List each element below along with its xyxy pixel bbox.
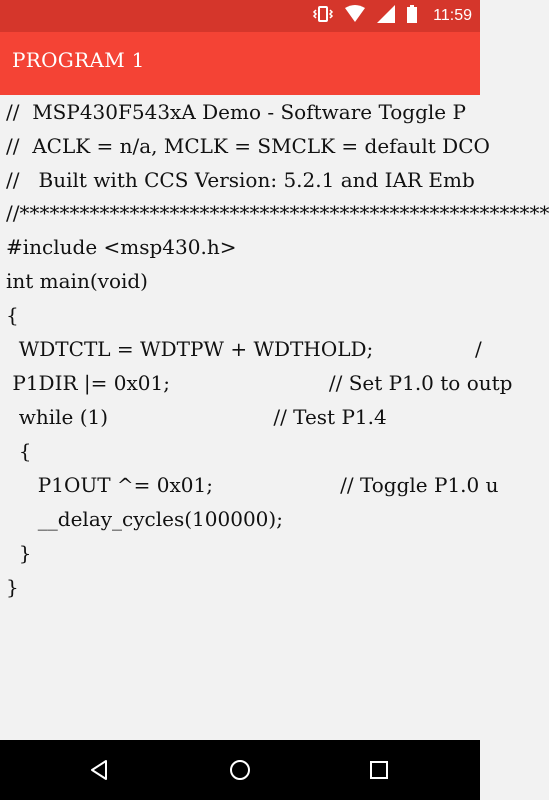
battery-icon — [407, 5, 418, 27]
code-line: int main(void) — [6, 269, 148, 293]
wifi-icon — [345, 5, 366, 26]
navigation-bar — [0, 740, 480, 800]
code-line: } — [6, 575, 19, 599]
code-line: P1OUT ^= 0x01; // Toggle P1.0 u — [6, 473, 499, 497]
code-line: __delay_cycles(100000); — [6, 507, 283, 531]
back-button[interactable] — [84, 755, 114, 785]
code-line: // ACLK = n/a, MCLK = SMCLK = default DC… — [6, 134, 490, 158]
code-view: // MSP430F543xA Demo - Software Toggle P… — [0, 95, 549, 740]
signal-icon — [377, 5, 396, 27]
status-clock: 11:59 — [433, 7, 472, 24]
code-line: P1DIR |= 0x01; // Set P1.0 to outp — [6, 371, 513, 395]
code-line: { — [6, 303, 19, 327]
page-title: PROGRAM 1 — [12, 48, 145, 72]
app-bar: PROGRAM 1 — [0, 32, 480, 95]
back-icon — [91, 760, 107, 780]
status-bar: 11:59 — [0, 0, 480, 32]
home-icon — [230, 760, 250, 780]
code-line: // MSP430F543xA Demo - Software Toggle P — [6, 100, 466, 124]
code-line: while (1) // Test P1.4 — [6, 405, 387, 429]
status-icons: 11:59 — [313, 0, 472, 32]
vibrate-icon — [313, 5, 334, 27]
home-button[interactable] — [225, 755, 255, 785]
recents-icon — [370, 761, 388, 779]
code-line: //**************************************… — [6, 201, 549, 225]
code-line: { — [6, 439, 32, 463]
code-line: } — [6, 541, 32, 565]
code-line: // Built with CCS Version: 5.2.1 and IAR… — [6, 168, 475, 192]
code-line: WDTCTL = WDTPW + WDTHOLD; / — [6, 337, 482, 361]
code-line: #include <msp430.h> — [6, 235, 237, 259]
recents-button[interactable] — [364, 755, 394, 785]
